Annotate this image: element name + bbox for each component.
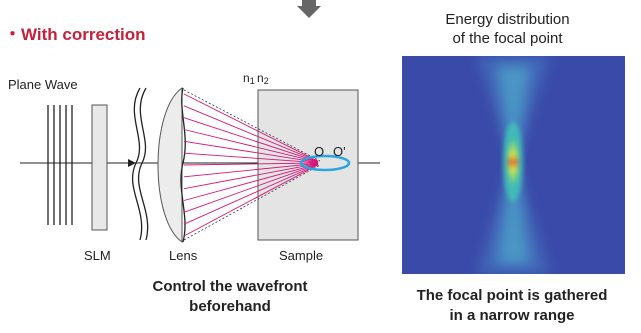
caption-left-line-1: Control the wavefront	[152, 278, 308, 295]
energy-distribution-title: Energy distribution of the focal point	[395, 10, 620, 48]
sample-label: Sample	[279, 248, 324, 263]
ray-line	[183, 162, 319, 178]
ray-line	[183, 93, 319, 162]
n1-symbol: n	[243, 71, 250, 85]
focal-region-ring	[299, 154, 351, 172]
ray-line	[183, 105, 319, 162]
lens-surface-wavefront	[180, 87, 186, 243]
caption-focal-point: The focal point is gathered in a narrow …	[383, 286, 641, 326]
slm-device	[91, 104, 108, 231]
plane-wave-label: Plane Wave	[8, 77, 78, 92]
lens-label: Lens	[169, 248, 198, 263]
slm-label: SLM	[84, 248, 111, 263]
ray-line	[183, 163, 319, 190]
n2-subscript: 2	[263, 76, 269, 86]
ray-line	[183, 164, 319, 225]
down-arrow-icon	[297, 0, 321, 18]
point-o-prime-label: O'	[333, 144, 346, 159]
focused-rays	[183, 93, 319, 237]
sample-block	[257, 89, 359, 241]
ray-line	[183, 162, 319, 166]
caption-right-line-2: in a narrow range	[449, 307, 575, 324]
caption-control-wavefront: Control the wavefront beforehand	[130, 277, 330, 317]
energy-title-line-2: of the focal point	[452, 30, 563, 47]
refractive-index-n1: n1	[243, 71, 255, 86]
ray-line	[183, 163, 319, 201]
refractive-index-n2: n2	[257, 71, 269, 86]
energy-heatmap	[402, 56, 625, 274]
ray-line	[183, 117, 319, 163]
ray-line	[183, 140, 319, 163]
corrected-wavefront	[131, 87, 149, 241]
n2-symbol: n	[257, 71, 264, 85]
ray-envelope	[183, 89, 321, 241]
n1-subscript: 1	[249, 76, 255, 86]
heatmap-focal-core	[508, 138, 518, 186]
caption-left-line-2: beforehand	[189, 298, 271, 315]
lens	[157, 87, 183, 243]
plane-wave-lines	[47, 105, 73, 225]
ray-line	[183, 163, 319, 213]
ray-line	[183, 152, 319, 164]
section-title: ・With correction	[4, 25, 146, 44]
optical-diagram	[20, 87, 380, 243]
point-o-label: O	[314, 144, 325, 159]
ray-line	[183, 164, 319, 237]
energy-title-line-1: Energy distribution	[445, 11, 570, 28]
caption-right-line-1: The focal point is gathered	[416, 287, 608, 304]
ray-line	[183, 129, 319, 163]
